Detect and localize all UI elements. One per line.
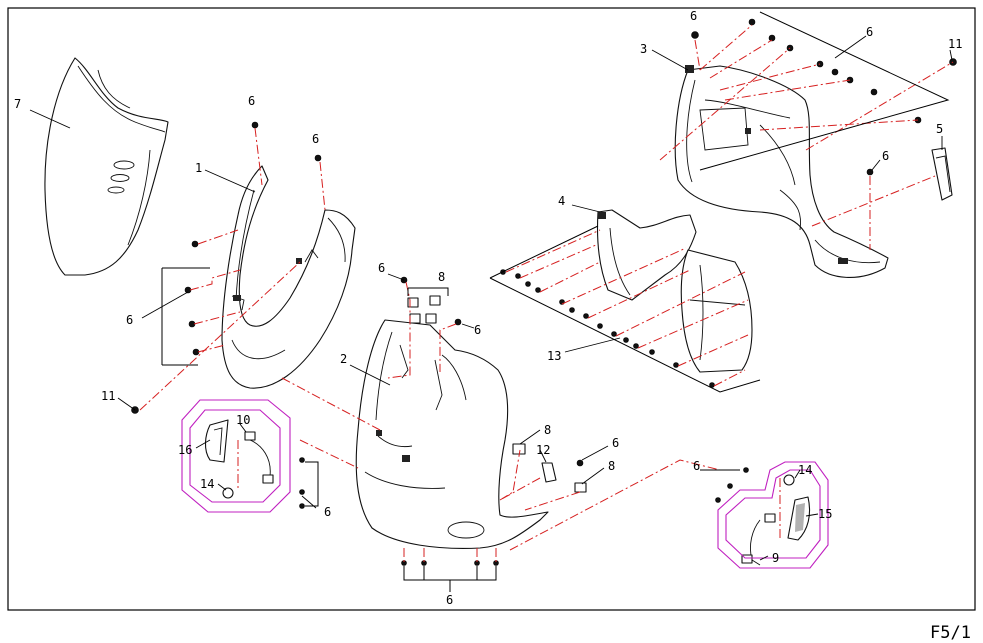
callout-2: 2	[340, 352, 347, 366]
callout-6: 6	[378, 261, 385, 275]
callout-14: 14	[200, 477, 214, 491]
callout-5: 5	[936, 122, 943, 136]
callout-15: 15	[818, 507, 832, 521]
part-leg-shield	[355, 319, 549, 549]
lamp-kit-left-outline	[181, 399, 291, 513]
part-inner-panel-right	[680, 249, 753, 373]
callout-9: 9	[772, 551, 779, 565]
mounting-planes	[489, 11, 950, 393]
callout-6: 6	[248, 94, 255, 108]
callout-12: 12	[536, 443, 550, 457]
callout-6: 6	[612, 436, 619, 450]
part-lamp-right	[741, 474, 811, 566]
drawing-frame	[7, 7, 976, 611]
callout-6: 6	[866, 25, 873, 39]
callout-6: 6	[474, 323, 481, 337]
callout-6: 6	[693, 459, 700, 473]
callout-16: 16	[178, 443, 192, 457]
screw-fasteners	[131, 18, 957, 566]
part-inner-cover	[221, 165, 356, 389]
callout-6: 6	[324, 505, 331, 519]
callout-6: 6	[312, 132, 319, 146]
callout-6: 6	[882, 149, 889, 163]
callout-6: 6	[690, 9, 697, 23]
lamp-kit-right-outline	[717, 461, 829, 569]
callout-6: 6	[126, 313, 133, 327]
callout-8: 8	[608, 459, 615, 473]
callout-leaders	[29, 35, 953, 592]
callout-10: 10	[236, 413, 250, 427]
callout-1: 1	[195, 161, 202, 175]
part-inner-storage	[674, 65, 889, 278]
callout-labels: 7 6 6 1 6 11 6 8 6 2 10 16 14 6 8 12 6 8…	[14, 9, 962, 607]
part-side-plate	[931, 147, 953, 201]
part-lamp-left	[204, 419, 274, 499]
callout-13: 13	[547, 349, 561, 363]
callout-6: 6	[446, 593, 453, 607]
sheet-reference: F5/1	[930, 623, 971, 643]
part-inner-panel-left	[596, 209, 697, 301]
callout-11: 11	[101, 389, 115, 403]
assembly-reference-lines	[139, 24, 954, 563]
callout-4: 4	[558, 194, 565, 208]
callout-8: 8	[544, 423, 551, 437]
callout-8: 8	[438, 270, 445, 284]
callout-11: 11	[948, 37, 962, 51]
part-front-upper-cover	[44, 57, 169, 276]
callout-3: 3	[640, 42, 647, 56]
callout-7: 7	[14, 97, 21, 111]
callout-14: 14	[798, 463, 812, 477]
